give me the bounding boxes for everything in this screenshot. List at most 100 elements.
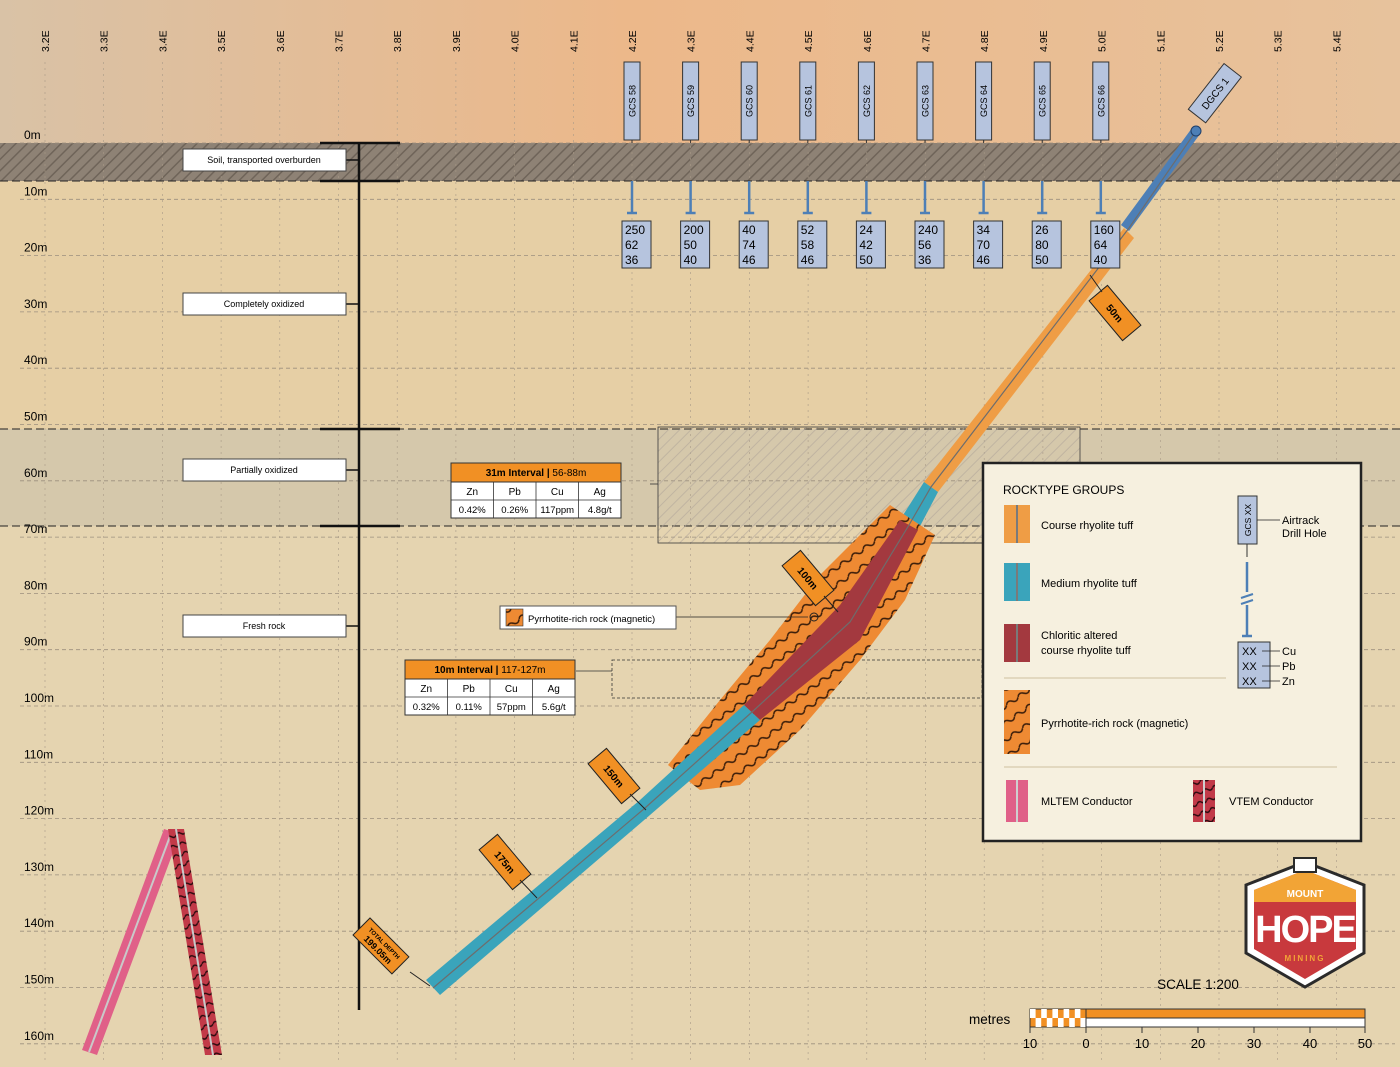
- collar-marker: [1190, 125, 1202, 137]
- interval-value: 0.11%: [456, 702, 483, 713]
- gcs-assay-box: [973, 220, 1004, 269]
- scale-check-cell: [1035, 1018, 1042, 1027]
- scale-tick-label: 40: [1303, 1036, 1317, 1051]
- interval-value: 117ppm: [540, 505, 574, 516]
- chloritic-segment: [744, 520, 918, 720]
- scale-unit: metres: [969, 1012, 1011, 1027]
- zone-label-box: [182, 292, 347, 316]
- gcs-assay-value: 34: [977, 223, 991, 237]
- scale-tick-label: 20: [1191, 1036, 1205, 1051]
- gcs-assay-box: [738, 220, 769, 269]
- depth-label: 90m: [24, 635, 47, 649]
- scale-check-cell: [1052, 1009, 1058, 1018]
- scale-check-cell: [1041, 1009, 1047, 1018]
- depth-label: 100m: [24, 691, 54, 705]
- easting-label: 5.1E: [1155, 30, 1167, 52]
- depth-label: 160m: [24, 1029, 54, 1043]
- scale-tick-label: 10: [1135, 1036, 1149, 1051]
- gcs-assay-value: 40: [1094, 253, 1108, 267]
- scale-title: SCALE 1:200: [1157, 977, 1239, 992]
- legend-xx-3: XX: [1242, 676, 1257, 688]
- scale-check-cell: [1058, 1018, 1064, 1027]
- easting-label: 5.3E: [1273, 30, 1285, 52]
- gcs-assay-box: [680, 220, 711, 269]
- gcs-assay-value: 64: [1094, 238, 1108, 252]
- gcs-name: GCS 63: [921, 85, 931, 117]
- gcs-assay-value: 26: [1035, 223, 1049, 237]
- gcs-assay-value: 56: [918, 238, 932, 252]
- interval-value: 0.32%: [413, 702, 440, 713]
- depth-label: 20m: [24, 241, 47, 255]
- gcs-assay-value: 46: [977, 253, 991, 267]
- zone-label-text: Soil, transported overburden: [207, 155, 321, 165]
- interval-title: 10m Interval | 117-127m: [434, 665, 545, 676]
- depth-label: 110m: [24, 747, 53, 761]
- logo-top-text: MOUNT: [1287, 889, 1324, 900]
- gcs-assay-box: [797, 220, 828, 269]
- easting-label: 4.9E: [1038, 30, 1050, 52]
- easting-label: 4.0E: [510, 30, 522, 52]
- legend-airtrack-label-1: Airtrack: [1282, 515, 1320, 527]
- depth-label: 120m: [24, 804, 54, 818]
- gcs-assay-box: [1090, 220, 1121, 269]
- gcs-assay-value: 36: [918, 253, 932, 267]
- scale-check-cell: [1080, 1018, 1086, 1027]
- depth-label: 30m: [24, 297, 47, 311]
- depth-marker-tag: 150m: [587, 747, 641, 805]
- depth-marker-leader: [629, 793, 647, 811]
- gcs-assay-value: 58: [801, 238, 815, 252]
- interval-value: 4.8g/t: [588, 505, 612, 516]
- pyrrhotite-swatch-small: [505, 608, 524, 627]
- depth-marker-tag: 50m: [1088, 284, 1142, 342]
- interval-value: 0.26%: [501, 505, 528, 516]
- easting-label: 3.4E: [157, 30, 169, 52]
- depth-label: 50m: [24, 410, 47, 424]
- depth-label: 0m: [24, 128, 41, 142]
- legend-zn: Zn: [1282, 676, 1295, 688]
- legend-cu: Cu: [1282, 646, 1296, 658]
- gcs-assay-value: 62: [625, 238, 639, 252]
- depth-label: 150m: [24, 973, 54, 987]
- gcs-name: GCS 58: [628, 85, 638, 117]
- interval-value: 5.6g/t: [542, 702, 566, 713]
- interval-col-header: Ag: [548, 684, 560, 695]
- interval-col-header: Pb: [463, 684, 476, 695]
- scale-check-cell: [1069, 1018, 1075, 1027]
- legend-airtrack-tag-text: GCS XX: [1243, 504, 1253, 536]
- pyrrhotite-callout: Pyrrhotite-rich rock (magnetic): [499, 605, 808, 630]
- legend-xx-2: XX: [1242, 661, 1257, 673]
- scale-tick-label: 50: [1358, 1036, 1372, 1051]
- legend-chloritic-label-1: Chloritic altered: [1041, 630, 1117, 642]
- easting-label: 3.5E: [216, 30, 228, 52]
- gcs-assay-value: 40: [684, 253, 698, 267]
- scale-tick-label: 10: [1023, 1036, 1037, 1051]
- depth-label: 130m: [24, 860, 54, 874]
- interval-col-header: Cu: [551, 487, 564, 498]
- scale-check-cell: [1074, 1009, 1081, 1018]
- easting-label: 4.4E: [744, 30, 756, 52]
- easting-label: 3.6E: [275, 30, 287, 52]
- easting-label: 4.3E: [686, 30, 698, 52]
- easting-label: 4.8E: [979, 30, 991, 52]
- scale-check-cell: [1063, 1009, 1070, 1018]
- depth-marker-box: [781, 549, 835, 607]
- mount-hope-logo: MOUNT HOPE MINING: [1244, 857, 1366, 989]
- legend-frame: [981, 461, 1363, 843]
- gcs-name: GCS 65: [1038, 85, 1048, 117]
- gcs-name: GCS 62: [862, 85, 872, 117]
- gcs-assay-box: [1031, 220, 1062, 269]
- zone-label-box: [182, 148, 347, 172]
